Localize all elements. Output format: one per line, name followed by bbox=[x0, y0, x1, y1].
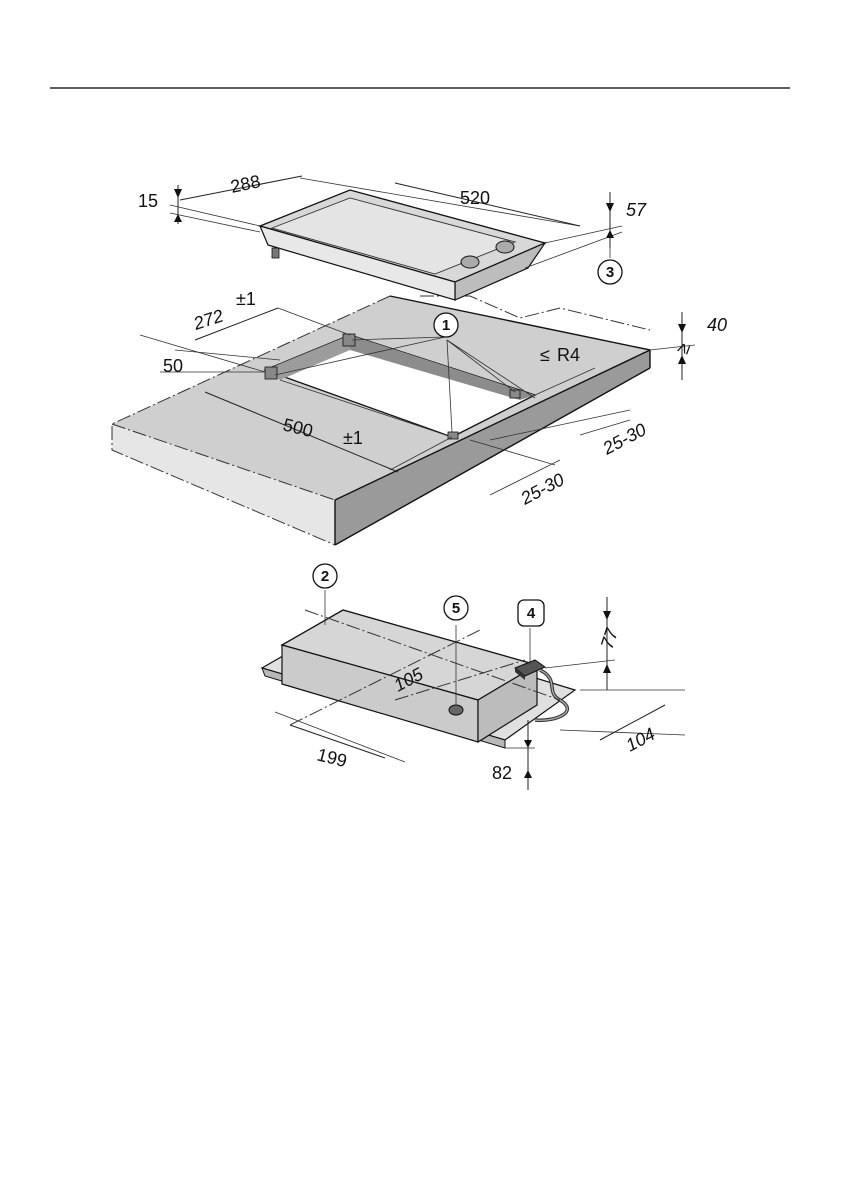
dim-40: 40 bbox=[707, 315, 727, 335]
dim-15: 15 bbox=[138, 191, 158, 211]
dim-500-tol: ±1 bbox=[343, 428, 363, 448]
worktop bbox=[112, 296, 650, 545]
dim-25-30-right: 25-30 bbox=[599, 419, 650, 459]
dim-104: 104 bbox=[622, 724, 658, 756]
hob-unit bbox=[260, 190, 545, 300]
callout-2: 2 bbox=[313, 564, 337, 588]
dim-57: 57 bbox=[626, 200, 647, 220]
dim-520: 520 bbox=[460, 188, 490, 208]
dim-radius-sym: ≤ bbox=[540, 345, 550, 365]
svg-text:3: 3 bbox=[606, 264, 614, 281]
callout-5: 5 bbox=[444, 596, 468, 620]
dim-77: 77 bbox=[597, 625, 623, 651]
dim-288: 288 bbox=[229, 171, 263, 197]
dim-50: 50 bbox=[163, 356, 183, 376]
dim-82: 82 bbox=[492, 763, 512, 783]
callout-4: 4 bbox=[518, 600, 544, 626]
svg-text:5: 5 bbox=[452, 600, 460, 617]
svg-text:4: 4 bbox=[527, 605, 536, 622]
callout-3: 3 bbox=[598, 260, 622, 284]
dim-25-30-left: 25-30 bbox=[517, 469, 568, 509]
callout-1: 1 bbox=[434, 313, 458, 337]
dim-thickness-sym: ≥ bbox=[672, 340, 694, 356]
dim-radius: R4 bbox=[557, 345, 580, 365]
svg-text:2: 2 bbox=[321, 568, 329, 585]
dim-199: 199 bbox=[315, 744, 349, 771]
dim-272-tol: ±1 bbox=[236, 289, 256, 309]
svg-text:1: 1 bbox=[442, 317, 450, 334]
